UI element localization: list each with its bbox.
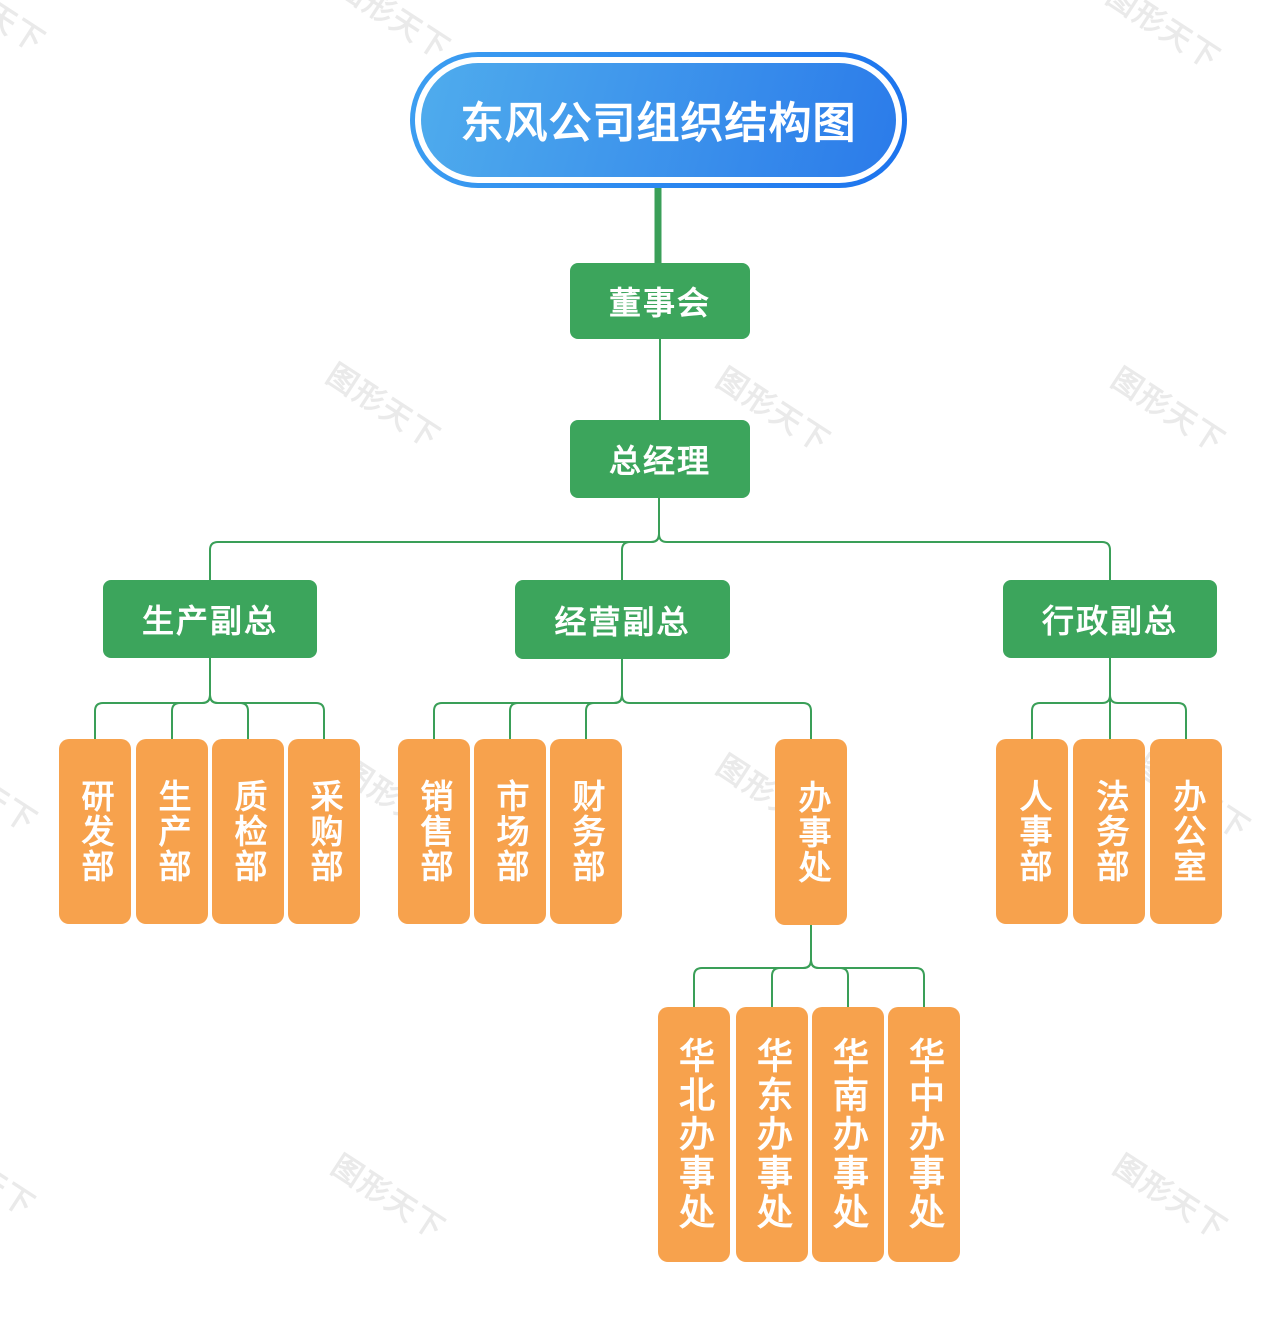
node-branch-office[interactable]: 办事处	[775, 739, 847, 925]
node-dept-legal[interactable]: 法务部	[1073, 739, 1145, 924]
node-dept-marketing[interactable]: 市场部	[474, 739, 546, 924]
node-dept-qc[interactable]: 质检部	[212, 739, 284, 924]
node-office-south[interactable]: 华南办事处	[812, 1007, 884, 1262]
node-dept-rd[interactable]: 研发部	[59, 739, 131, 924]
node-dept-hr[interactable]: 人事部	[996, 739, 1068, 924]
node-general-manager[interactable]: 总经理	[570, 420, 750, 498]
node-vp-admin[interactable]: 行政副总	[1003, 580, 1217, 658]
node-board[interactable]: 董事会	[570, 263, 750, 339]
node-vp-operations[interactable]: 经营副总	[515, 580, 730, 659]
node-office-north[interactable]: 华北办事处	[658, 1007, 730, 1262]
node-dept-production[interactable]: 生产部	[136, 739, 208, 924]
node-dept-purchasing[interactable]: 采购部	[288, 739, 360, 924]
node-vp-production[interactable]: 生产副总	[103, 580, 317, 658]
node-dept-finance[interactable]: 财务部	[550, 739, 622, 924]
node-dept-general-office[interactable]: 办公室	[1150, 739, 1222, 924]
pill-white-ring: 东风公司组织结构图	[415, 57, 902, 183]
node-office-central[interactable]: 华中办事处	[888, 1007, 960, 1262]
node-office-east[interactable]: 华东办事处	[736, 1007, 808, 1262]
node-root-title[interactable]: 东风公司组织结构图	[410, 52, 907, 188]
node-dept-sales[interactable]: 销售部	[398, 739, 470, 924]
root-title-label: 东风公司组织结构图	[421, 63, 896, 177]
